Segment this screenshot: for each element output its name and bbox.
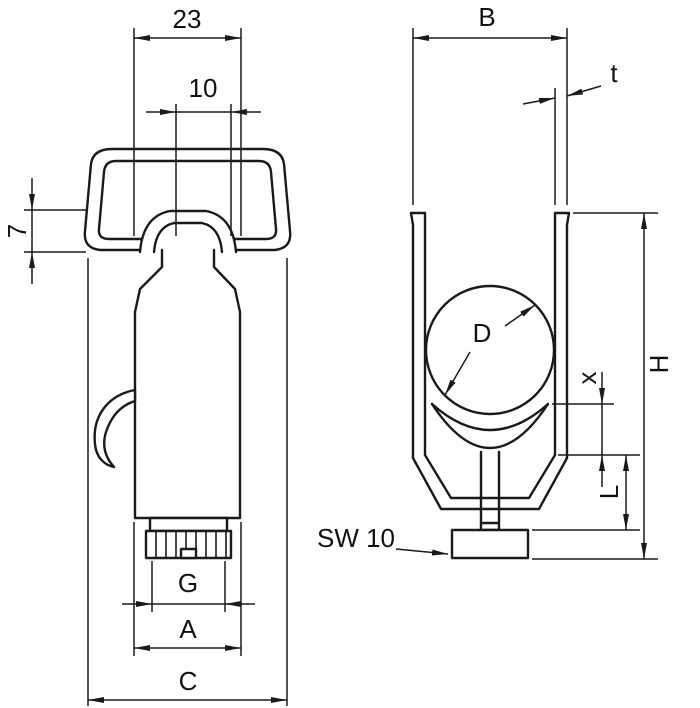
dim-B-extension-lines (412, 28, 568, 205)
label-SW10: SW 10 (317, 523, 395, 553)
dim-7-label: 7 (2, 224, 32, 238)
clamp-tongue-inner (152, 221, 224, 254)
front-view-dimensions: 23 10 7 G A C (2, 4, 288, 706)
dim-B-label: B (478, 2, 495, 32)
dim-t-label: t (610, 58, 618, 88)
dim-C-label: C (179, 666, 198, 696)
side-view-dimensions: B t D x L H SW 10 (317, 2, 674, 560)
clamp-tongue-fill (140, 211, 236, 252)
channel-bottom-inner (423, 453, 557, 500)
saddle-bottom-edge (430, 402, 550, 450)
screw-knurling (155, 531, 227, 558)
label-SW10-leader (395, 548, 449, 556)
dim-D-arrow-lower (444, 351, 471, 396)
dim-A-extension-lines (133, 522, 242, 656)
dim-t-arrow-right (566, 85, 602, 97)
dim-x-label: x (572, 372, 602, 385)
dim-10-label: 10 (189, 73, 218, 103)
dim-D-arrow-upper (504, 304, 536, 327)
dim-D-label: D (473, 318, 492, 348)
clamp-body-fill (135, 246, 240, 518)
dim-C-extension-lines (87, 258, 288, 706)
washer (148, 516, 229, 533)
dim-A-label: A (179, 614, 197, 644)
dim-10-extension-lines (175, 104, 232, 236)
dim-t-arrow-left (522, 97, 556, 105)
bolt-head-side (450, 528, 530, 560)
channel-left-wall-outer (409, 211, 415, 460)
dim-H-label: H (644, 355, 674, 374)
dim-23-label: 23 (173, 4, 202, 34)
dim-7-extension-lines (24, 209, 87, 253)
channel-right-wall-outer (565, 211, 571, 460)
channel-bottom-outer (411, 456, 569, 511)
front-view (83, 147, 292, 560)
cable-circle (424, 284, 556, 416)
bolt-shank (479, 450, 501, 525)
screw-slot-front (179, 547, 198, 560)
clamp-head-inner-outline (97, 159, 278, 241)
clamp-hook (93, 388, 137, 469)
side-view (409, 211, 571, 560)
saddle-top-edge (430, 402, 550, 432)
dim-G-label: G (178, 568, 198, 598)
dim-L-label: L (594, 485, 624, 499)
dim-23-extension-lines (133, 28, 242, 236)
